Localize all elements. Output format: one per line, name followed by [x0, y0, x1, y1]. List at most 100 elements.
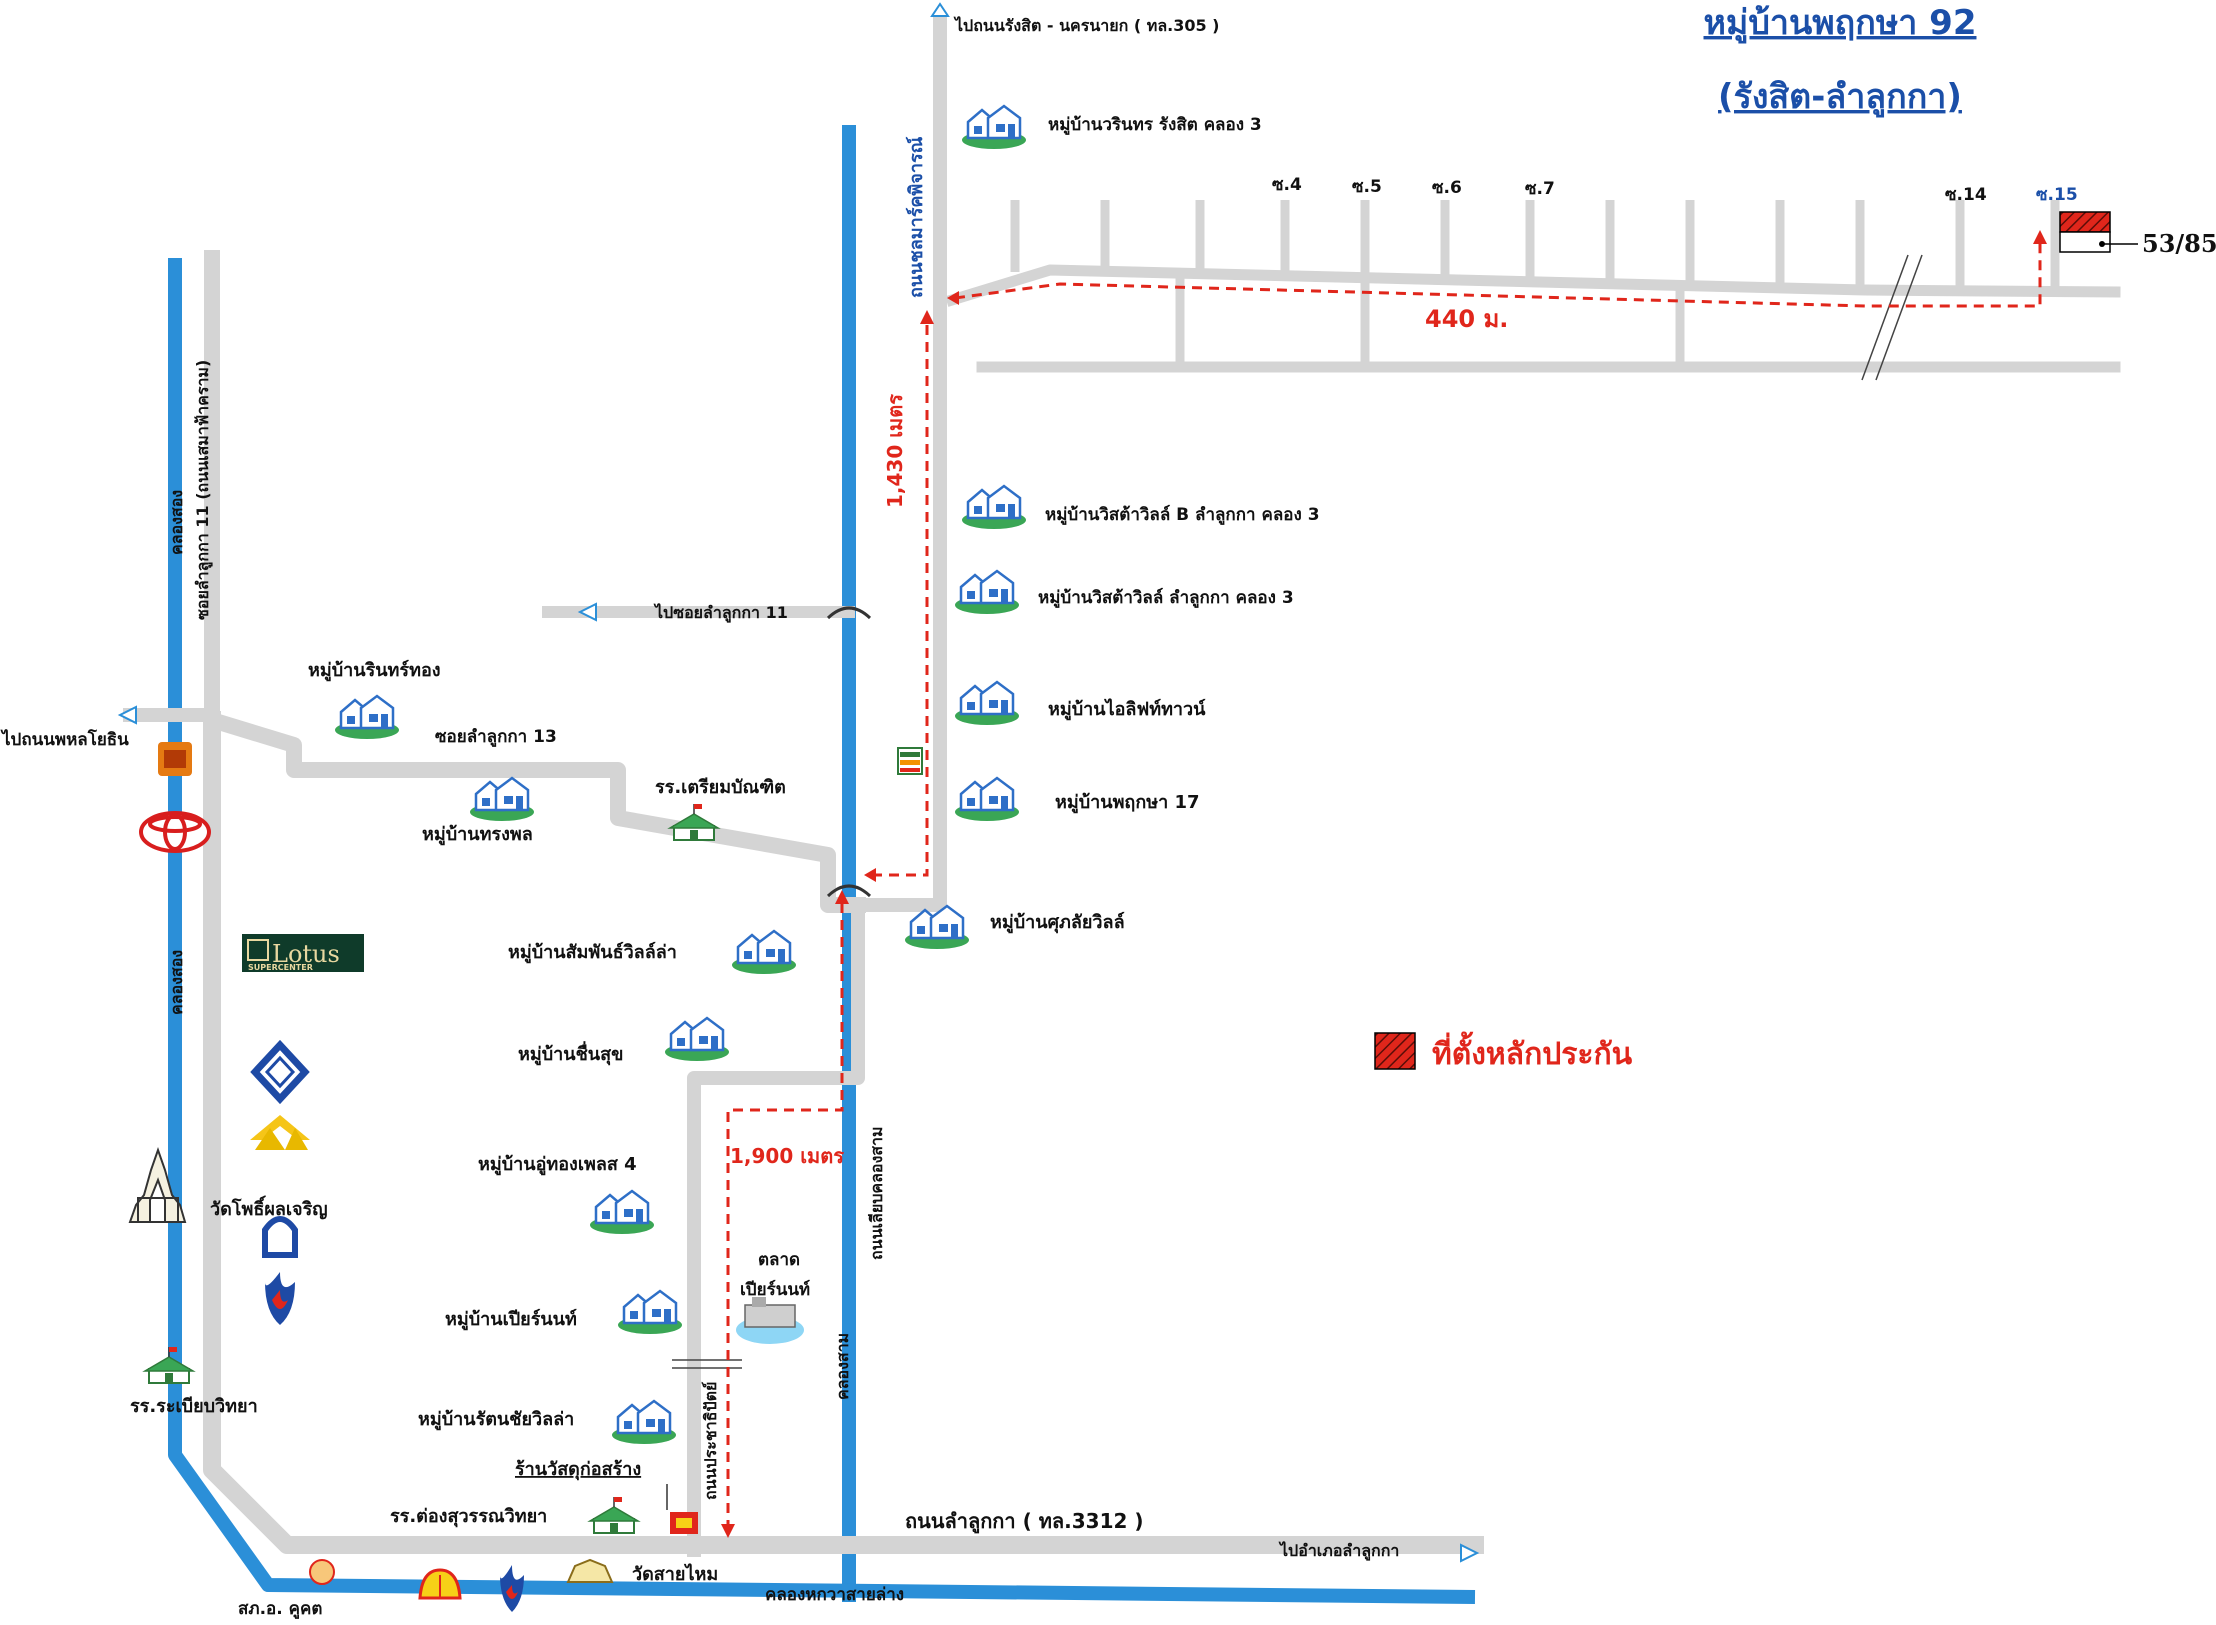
- krungsri-icon: [250, 1115, 310, 1150]
- soi-label-6: ซ.6: [1432, 178, 1462, 198]
- shell-icon: [418, 1568, 462, 1600]
- house-icon-ratchawilla: [610, 1399, 678, 1446]
- map-labels: หมู่บ้านพฤกษา 92 (รังสิต-ลำลูกกา) ไปถนนร…: [0, 3, 2216, 1620]
- soi-label-4: ซ.4: [1272, 175, 1302, 195]
- break-marks: [672, 254, 1923, 1369]
- lotus-brand-text: Lotus: [272, 940, 340, 968]
- canal-label-khlong-song-upper: คลองสอง: [167, 490, 186, 555]
- village-label-warinthorn: หมู่บ้านวรินทร รังสิต คลอง 3: [1048, 115, 1262, 136]
- house-icon-rinthong: [333, 694, 401, 741]
- house-icon-chuensuk: [663, 1016, 731, 1063]
- road-label-rangsit-nakhonnayok: ไปถนนรังสิต - นครนายก ( ทล.305 ): [953, 16, 1220, 35]
- homepro-icon: [158, 742, 192, 776]
- place-label-wat-saimai: วัดสายไหม: [632, 1563, 718, 1585]
- police-icon: [309, 1559, 335, 1585]
- village-label-uthong: หมู่บ้านอู่ทองเพลส 4: [478, 1154, 637, 1176]
- village-label-songphon: หมู่บ้านทรงพล: [422, 824, 533, 846]
- route-path: [726, 238, 2042, 1530]
- arrow-north: [930, 2, 950, 17]
- road-label-to-phahonyothin: ไปถนนพหลโยธิน: [0, 729, 129, 750]
- village-label-samphan: หมู่บ้านสัมพันธ์วิลล์ล่า: [508, 941, 677, 964]
- house-icon-songphon: [468, 776, 536, 823]
- place-label-school-rabiab: รร.ระเบียบวิทยา: [130, 1396, 258, 1417]
- legend-label: ที่ตั้งหลักประกัน: [1432, 1031, 1633, 1072]
- house-icon-vista-b: [960, 484, 1028, 531]
- house-icon-pruksa17: [953, 776, 1021, 823]
- ptt-icon-south: [500, 1565, 524, 1612]
- house-icon-uthong: [588, 1189, 656, 1236]
- direction-arrows: [117, 2, 1480, 1563]
- place-label-market-name: เปียร์นนท์: [740, 1279, 810, 1300]
- seven-eleven-icon: [897, 747, 923, 775]
- bridge-north: [826, 606, 872, 620]
- village-label-pruksa17: หมู่บ้านพฤกษา 17: [1055, 792, 1200, 814]
- place-label-wat-phothi: วัดโพธิ์ผลเจริญ: [210, 1195, 328, 1220]
- toyota-icon: [139, 811, 211, 853]
- legend-swatch: [1374, 1032, 1416, 1070]
- map-title-line1: หมู่บ้านพฤกษา 92: [1704, 3, 1977, 44]
- soi-label-14: ซ.14: [1945, 185, 1987, 205]
- temple-icon: [128, 1146, 187, 1223]
- map-title-line2: (รังสิต-ลำลูกกา): [1718, 77, 1962, 118]
- road-label-chalermprakiat: ถนนชลมาร์คพิจารณ์: [905, 136, 927, 298]
- place-label-school-tong: รร.ต่องสุวรรณวิทยา: [390, 1506, 547, 1528]
- house-icon-lifetown: [953, 680, 1021, 727]
- road-label-khlong-sam-side: ถนนเลียบคลองสาม: [867, 1126, 886, 1260]
- wat-saimai-icon: [566, 1558, 614, 1583]
- soi-label-15: ซ.15: [2036, 185, 2078, 205]
- canal-label-khlong-song-lower: คลองสอง: [167, 950, 186, 1015]
- place-label-hardware-store: ร้านวัสดุก่อสร้าง: [515, 1459, 641, 1481]
- west-frame-road: [203, 711, 1484, 1554]
- project-sois: [1010, 200, 2060, 367]
- arrow-west-phahon: [117, 705, 137, 725]
- place-label-market: ตลาด: [758, 1250, 800, 1270]
- road-label-lamlukka: ถนนลำลูกกา ( ทล.3312 ): [905, 1509, 1144, 1535]
- road-label-to-soi-11: ไปซอยลำลูกกา 11: [653, 603, 788, 624]
- village-label-vista-b: หมู่บ้านวิสต้าวิลล์ B ลำลูกกา คลอง 3: [1045, 504, 1320, 526]
- canal-label-khlong-sam: คลองสาม: [833, 1333, 852, 1400]
- canals: [168, 125, 1476, 1604]
- house-icon-pianan: [616, 1289, 684, 1336]
- village-label-chuensuk: หมู่บ้านชื่นสุข: [518, 1041, 623, 1066]
- road-label-soi-13: ซอยลำลูกกา 13: [435, 727, 557, 748]
- target-plot-marker: [2059, 211, 2111, 233]
- village-label-vista: หมู่บ้านวิสต้าวิลล์ ลำลูกกา คลอง 3: [1038, 587, 1294, 609]
- neighbor-plot: [2059, 231, 2111, 253]
- project-main-road: [945, 264, 2121, 307]
- house-icon-vista: [953, 569, 1021, 616]
- store-icon: [666, 1484, 698, 1534]
- village-label-rinthong: หมู่บ้านรินทร์ทอง: [308, 659, 441, 682]
- soi-label-7: ซ.7: [1525, 179, 1555, 199]
- house-icon-suksawat: [903, 904, 971, 951]
- bridge-mid: [826, 884, 872, 898]
- bangkok-bank-icon: [250, 1039, 310, 1105]
- roads: [123, 13, 2121, 1557]
- school-icon-tong: [589, 1496, 639, 1534]
- road-label-soi-11-long: ซอยลำลูกกา 11 (ถนนเสมาฟ้าคราม): [193, 360, 214, 620]
- distance-1900: 1,900 เมตร: [730, 1144, 844, 1168]
- village-label-pianan: หมู่บ้านเปียร์นนท์: [445, 1308, 577, 1331]
- village-label-suksawat: หมู่บ้านศุภลัยวิลล์: [990, 911, 1125, 934]
- distance-1430: 1,430 เมตร: [883, 394, 907, 508]
- market-icon: [736, 1297, 804, 1344]
- target-plot: [2059, 211, 2138, 253]
- school-icon-rabiab: [144, 1346, 194, 1384]
- village-label-lifetown: หมู่บ้านไอลิฟท์ทาวน์: [1048, 698, 1206, 721]
- road-label-prachathipat: ถนนประชาธิปัตย์: [701, 1382, 720, 1500]
- village-label-ratchawilla: หมู่บ้านรัตนชัยวิลล่า: [418, 1409, 574, 1431]
- chalermprakiat-road: [687, 13, 947, 1557]
- ptt-icon: [265, 1272, 295, 1325]
- soi-label-5: ซ.5: [1352, 177, 1382, 197]
- distance-440: 440 ม.: [1425, 305, 1508, 333]
- place-label-school-triam: รร.เตรียมบัณฑิต: [655, 777, 786, 798]
- canal-label-khlong-hok-wa: คลองหกวาสายล่าง: [765, 1585, 904, 1605]
- lotus-logo: Lotus SUPERCENTER: [242, 934, 364, 972]
- soi-lamlukka-11-road: [204, 250, 866, 913]
- lotus-sub-text: SUPERCENTER: [248, 963, 313, 972]
- bank-icon-2: [262, 1216, 298, 1258]
- legend: ที่ตั้งหลักประกัน: [1374, 1031, 1633, 1072]
- khlong-song-canal: [168, 258, 1476, 1604]
- house-icon-samphan: [730, 929, 798, 976]
- plot-number: 53/85: [2142, 229, 2216, 258]
